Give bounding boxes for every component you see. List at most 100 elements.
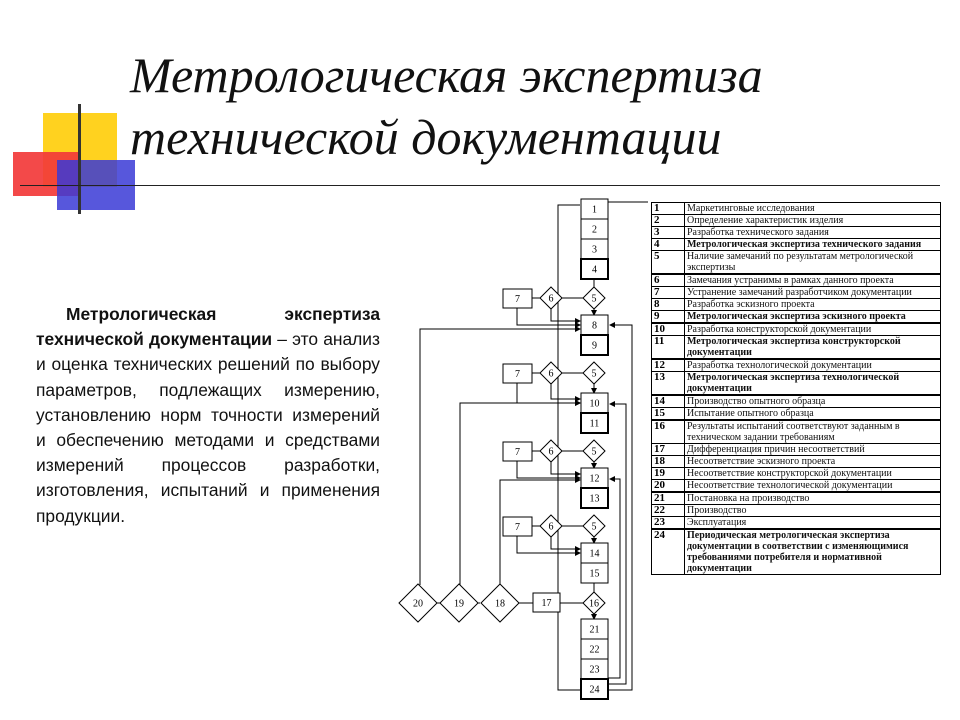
slide-title: Метрологическая экспертиза технической д… xyxy=(130,44,930,168)
step-9-box xyxy=(580,334,609,356)
decision-5-diamond xyxy=(582,439,606,463)
step-4-box xyxy=(580,258,609,280)
legend-text: Метрологическая экспертиза технического … xyxy=(684,238,941,251)
step-7-label: 7 xyxy=(515,369,520,380)
legend-number: 16 xyxy=(651,419,685,444)
legend-number: 10 xyxy=(651,322,685,336)
legend-text: Несоответствие эскизного проекта xyxy=(684,455,941,468)
legend-number: 3 xyxy=(651,226,685,239)
definition-paragraph: Метрологическая экспертиза технической д… xyxy=(36,302,380,529)
legend-text: Испытание опытного образца xyxy=(684,407,941,421)
connector-line xyxy=(516,383,581,406)
step-22-label: 22 xyxy=(590,645,600,656)
legend-number: 21 xyxy=(651,491,685,505)
connector-line xyxy=(550,461,581,477)
decision-18-label: 18 xyxy=(495,599,505,610)
legend-text: Дифференциация причин несоответствий xyxy=(684,443,941,456)
step-15-label: 15 xyxy=(590,569,600,580)
connector-line xyxy=(550,536,581,552)
legend-text: Несоответствие технологической документа… xyxy=(684,479,941,493)
legend-number: 20 xyxy=(651,479,685,493)
step-7-label: 7 xyxy=(515,522,520,533)
decision-5-label: 5 xyxy=(592,294,597,305)
decision-5-diamond xyxy=(582,286,606,310)
decision-19-diamond xyxy=(439,583,479,623)
legend-text: Постановка на производство xyxy=(684,491,941,505)
legend-number: 18 xyxy=(651,455,685,468)
decision-5-label: 5 xyxy=(592,522,597,533)
decision-20-label: 20 xyxy=(413,599,423,610)
title-line-1: Метрологическая экспертиза xyxy=(130,47,763,103)
legend-text: Эксплуатация xyxy=(684,516,941,530)
legend-number: 12 xyxy=(651,358,685,372)
legend-number: 15 xyxy=(651,407,685,421)
definition-term: Метрологическая экспертиза технической д… xyxy=(36,304,380,350)
step-11-box xyxy=(580,412,609,434)
legend-text: Разработка технического задания xyxy=(684,226,941,239)
decision-6-diamond xyxy=(539,361,563,385)
legend-text: Разработка конструкторской документации xyxy=(684,322,941,336)
legend-number: 9 xyxy=(651,310,685,324)
step-1-label: 1 xyxy=(592,205,597,216)
step-7-box xyxy=(502,516,533,537)
step-7-label: 7 xyxy=(515,447,520,458)
step-13-box xyxy=(580,487,609,509)
step-24-label: 24 xyxy=(590,685,600,696)
decision-6-diamond xyxy=(539,439,563,463)
step-23-label: 23 xyxy=(590,665,600,676)
legend-text: Производство xyxy=(684,504,941,517)
title-underline xyxy=(20,185,940,186)
legend-number: 14 xyxy=(651,394,685,408)
step-24-box xyxy=(580,678,609,700)
step-8-label: 8 xyxy=(592,321,597,332)
decision-18-diamond xyxy=(480,583,520,623)
legend-number: 24 xyxy=(651,528,685,575)
legend-text: Разработка технологической документации xyxy=(684,358,941,372)
legend-text: Метрологическая экспертиза конструкторск… xyxy=(684,335,941,360)
step-10-label: 10 xyxy=(590,399,600,410)
step-17-box xyxy=(532,592,561,613)
legend-number: 7 xyxy=(651,286,685,299)
legend-number: 6 xyxy=(651,273,685,287)
decision-20-diamond xyxy=(398,583,438,623)
step-4-label: 4 xyxy=(592,265,597,276)
step-12-label: 12 xyxy=(590,474,600,485)
legend-number: 13 xyxy=(651,371,685,396)
legend-text: Разработка эскизного проекта xyxy=(684,298,941,311)
legend-number: 11 xyxy=(651,335,685,360)
title-line-2: технической документации xyxy=(130,109,722,165)
connector-line xyxy=(459,400,581,585)
connector-line xyxy=(557,204,581,691)
connector-line xyxy=(550,308,581,324)
decision-16-label: 16 xyxy=(589,599,599,610)
decision-6-label: 6 xyxy=(549,369,554,380)
legend-number: 22 xyxy=(651,504,685,517)
decor-vertical-line xyxy=(78,104,81,214)
legend-number: 8 xyxy=(651,298,685,311)
step-21-label: 21 xyxy=(590,625,600,636)
decision-5-diamond xyxy=(582,514,606,538)
flowchart-connectors xyxy=(419,201,648,691)
legend-text: Наличие замечаний по результатам метроло… xyxy=(684,250,941,275)
legend-text: Метрологическая экспертиза технологическ… xyxy=(684,371,941,396)
